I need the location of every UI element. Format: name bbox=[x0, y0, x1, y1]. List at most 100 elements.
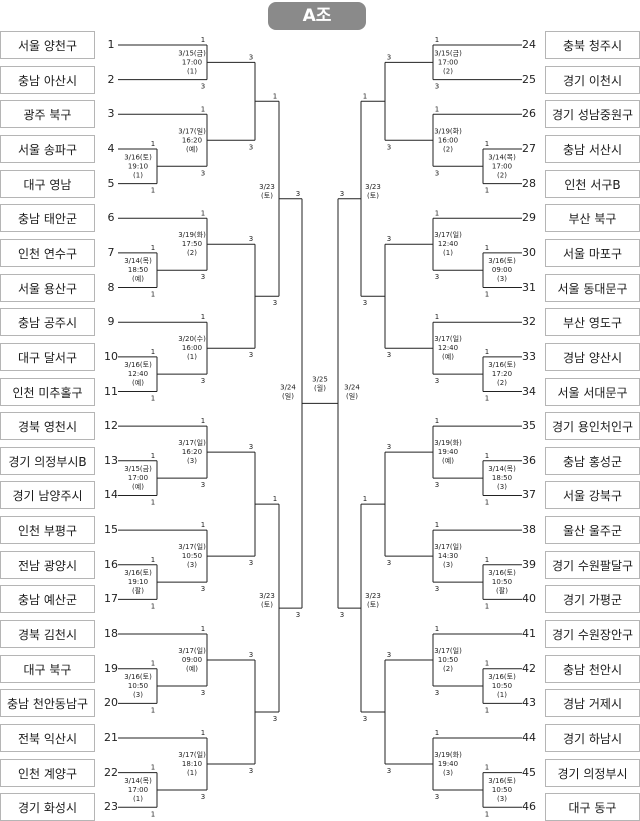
right-score: 1 bbox=[363, 92, 367, 100]
left-r1-4-time: 16:20 bbox=[182, 448, 202, 456]
right-score: 3 bbox=[435, 83, 439, 91]
right-prelim-1-time: 09:00 bbox=[492, 266, 512, 274]
left-score: 1 bbox=[201, 209, 205, 217]
left-r1-1-time: 16:20 bbox=[182, 136, 202, 144]
left-score: 3 bbox=[201, 169, 205, 177]
left-score: 3 bbox=[249, 351, 253, 359]
right-score: 3 bbox=[387, 143, 391, 151]
team-number: 11 bbox=[104, 384, 118, 398]
left-score: 1 bbox=[151, 706, 155, 714]
team-number: 3 bbox=[107, 107, 115, 121]
right-prelim-6-date: 3/16(토) bbox=[488, 777, 516, 785]
right-r1-1-date: 3/19(화) bbox=[434, 127, 462, 135]
right-prelim-3-court: (3) bbox=[497, 483, 507, 491]
team-number: 8 bbox=[107, 280, 115, 294]
team-number: 4 bbox=[107, 141, 115, 155]
team-number: 17 bbox=[104, 592, 118, 606]
team-name: 서울 서대문구 bbox=[545, 377, 640, 406]
right-score: 1 bbox=[485, 706, 489, 714]
left-prelim-5-time: 10:50 bbox=[128, 682, 148, 690]
left-prelim-0-date: 3/16(토) bbox=[124, 153, 152, 161]
right-r1-7-date: 3/19(화) bbox=[434, 751, 462, 759]
right-score: 3 bbox=[435, 169, 439, 177]
right-r1-4-time: 19:40 bbox=[438, 448, 458, 456]
right-score: 3 bbox=[387, 351, 391, 359]
left-score: 3 bbox=[249, 235, 253, 243]
team-number: 6 bbox=[107, 211, 115, 225]
right-r1-4-date: 3/19(화) bbox=[434, 439, 462, 447]
team-number: 24 bbox=[522, 38, 536, 51]
team-name: 서울 강북구 bbox=[545, 481, 640, 510]
team-number: 20 bbox=[104, 696, 118, 710]
right-r1-2-time: 12:40 bbox=[438, 240, 458, 248]
right-score: 3 bbox=[340, 190, 344, 198]
right-prelim-5-time: 10:50 bbox=[492, 682, 512, 690]
left-score: 1 bbox=[151, 498, 155, 506]
team-name: 충남 아산시 bbox=[0, 65, 95, 94]
right-score: 1 bbox=[485, 140, 489, 148]
left-r1-1-date: 3/17(일) bbox=[178, 126, 206, 135]
left-score: 1 bbox=[151, 395, 155, 403]
right-prelim-4-time: 10:50 bbox=[492, 578, 512, 586]
right-score: 3 bbox=[435, 689, 439, 697]
left-score: 3 bbox=[249, 443, 253, 451]
left-score: 1 bbox=[201, 521, 205, 529]
team-number: 19 bbox=[104, 661, 118, 675]
left-prelim-4-date: 3/16(토) bbox=[124, 569, 152, 577]
team-name: 인천 계양구 bbox=[0, 758, 95, 787]
right-r1-3-court: (예) bbox=[442, 352, 454, 361]
right-r1-5-date: 3/17(일) bbox=[434, 542, 462, 551]
left-r1-7-time: 18:10 bbox=[182, 760, 202, 768]
right-r1-0-date: 3/15(금) bbox=[434, 49, 462, 57]
left-prelim-4-court: (팔) bbox=[132, 586, 144, 595]
left-r1-4-court: (3) bbox=[187, 457, 197, 465]
left-prelim-1-date: 3/14(목) bbox=[124, 257, 152, 265]
left-r1-5-court: (3) bbox=[187, 561, 197, 569]
left-score: 1 bbox=[151, 660, 155, 668]
team-number: 38 bbox=[522, 523, 536, 537]
left-r1-1-court: (예) bbox=[186, 144, 198, 153]
team-name: 대구 동구 bbox=[545, 793, 640, 821]
right-score: 1 bbox=[435, 729, 439, 737]
team-name: 경기 용인처인구 bbox=[545, 412, 640, 441]
left-prelim-1-time: 18:50 bbox=[128, 266, 148, 274]
left-r1-0-time: 17:00 bbox=[182, 58, 202, 66]
team-name: 경기 가평군 bbox=[545, 585, 640, 614]
right-score: 3 bbox=[340, 611, 344, 619]
left-score: 1 bbox=[151, 291, 155, 299]
left-prelim-3-court: (예) bbox=[132, 482, 144, 491]
left-score: 1 bbox=[151, 764, 155, 772]
group-title: A조 bbox=[268, 2, 366, 30]
team-number: 16 bbox=[104, 557, 118, 571]
right-r1-6-time: 10:50 bbox=[438, 656, 458, 664]
right-r1-0-time: 17:00 bbox=[438, 58, 458, 66]
left-score: 1 bbox=[151, 452, 155, 460]
team-name: 경기 의정부시B bbox=[0, 446, 95, 475]
right-r3-date-bottom: 3/23 bbox=[365, 592, 381, 600]
right-prelim-1-court: (3) bbox=[497, 275, 507, 283]
team-number: 25 bbox=[522, 72, 536, 86]
left-score: 1 bbox=[201, 625, 205, 633]
left-score: 3 bbox=[201, 793, 205, 801]
team-name: 대구 달서구 bbox=[0, 342, 95, 371]
left-r3-date-top: 3/23 bbox=[259, 183, 275, 191]
left-r1-6-court: (예) bbox=[186, 664, 198, 673]
right-prelim-0-date: 3/14(목) bbox=[488, 153, 516, 161]
right-r3-day-bottom: (토) bbox=[367, 601, 379, 609]
right-prelim-6-court: (3) bbox=[497, 795, 507, 803]
team-number: 42 bbox=[522, 661, 536, 675]
team-name: 서울 양천구 bbox=[0, 31, 95, 59]
team-number: 18 bbox=[104, 627, 118, 641]
right-score: 3 bbox=[435, 377, 439, 385]
right-score: 1 bbox=[435, 417, 439, 425]
right-prelim-4-date: 3/16(토) bbox=[488, 569, 516, 577]
left-semi-date: 3/24 bbox=[280, 383, 296, 391]
team-number: 2 bbox=[107, 72, 115, 86]
left-score: 1 bbox=[151, 556, 155, 564]
right-score: 1 bbox=[485, 348, 489, 356]
team-number: 37 bbox=[522, 488, 536, 502]
right-r1-7-court: (3) bbox=[443, 769, 453, 777]
left-r3-day-bottom: (토) bbox=[261, 601, 273, 609]
right-score: 1 bbox=[485, 660, 489, 668]
team-name: 경기 성남중원구 bbox=[545, 100, 640, 129]
